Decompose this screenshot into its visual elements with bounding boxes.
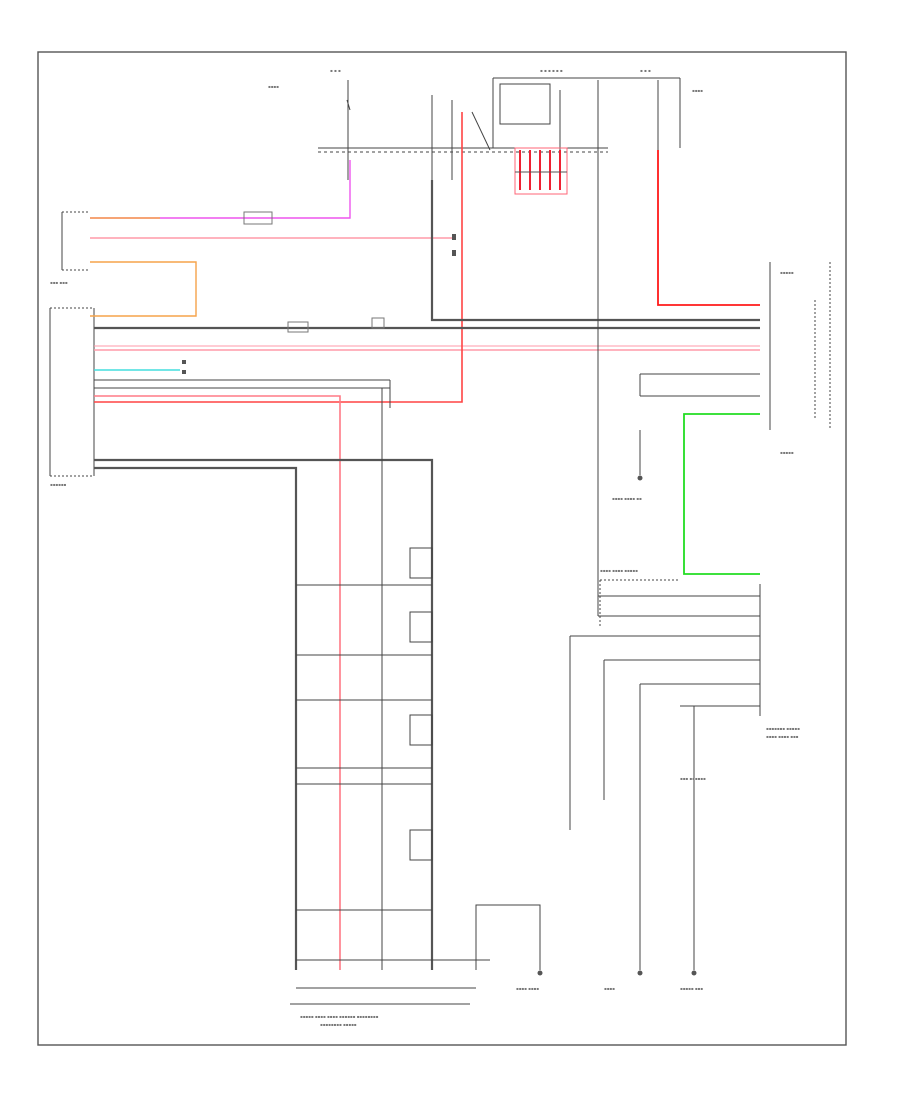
- wires-dark: [94, 160, 761, 976]
- left-connector-block: ▪▪▪ ▪▪▪ ▪▪▪▪▪▪: [49, 211, 95, 487]
- wire-red-right: [657, 150, 760, 306]
- svg-text:▪ ▪ ▪ ▪ ▪ ▪: ▪ ▪ ▪ ▪ ▪ ▪: [540, 68, 563, 73]
- diagram-frame: [37, 51, 847, 1046]
- svg-text:▪▪▪▪▪: ▪▪▪▪▪: [780, 450, 794, 455]
- svg-text:▪▪▪▪ ▪▪▪▪ ▪▪▪▪▪: ▪▪▪▪ ▪▪▪▪ ▪▪▪▪▪: [600, 568, 638, 573]
- wire-red-down: [94, 395, 341, 970]
- splice-markers: [182, 211, 456, 374]
- svg-text:▪▪▪▪ ▪▪▪▪: ▪▪▪▪ ▪▪▪▪: [516, 986, 539, 991]
- ground-point-lower-3: [691, 970, 697, 976]
- junction-block-top: ▪ ▪ ▪ ▪ ▪ ▪ ▪ ▪ ▪ ▪ ▪ ▪ ▪▪▪▪ ▪▪▪▪: [268, 68, 703, 195]
- svg-text:▪▪▪▪▪ ▪▪▪▪ ▪▪▪▪ ▪▪▪▪▪▪ ▪▪▪▪▪▪▪: ▪▪▪▪▪ ▪▪▪▪ ▪▪▪▪ ▪▪▪▪▪▪ ▪▪▪▪▪▪▪▪: [300, 1014, 379, 1019]
- svg-text:▪ ▪ ▪: ▪ ▪ ▪: [640, 68, 651, 73]
- svg-text:▪▪▪▪▪▪: ▪▪▪▪▪▪: [50, 482, 67, 487]
- ground-point-lower-1: [537, 970, 543, 976]
- lower-right-module: ▪▪▪▪ ▪▪▪▪ ▪▪▪▪▪ ▪▪▪▪▪▪▪ ▪▪▪▪▪ ▪▪▪▪ ▪▪▪▪ …: [516, 496, 800, 991]
- svg-text:▪▪▪▪▪ ▪▪▪: ▪▪▪▪▪ ▪▪▪: [680, 986, 703, 991]
- svg-text:▪▪▪ ▪▪▪: ▪▪▪ ▪▪▪: [50, 280, 68, 285]
- wire-violet: [90, 160, 351, 219]
- svg-text:▪▪▪▪ ▪▪▪▪ ▪▪: ▪▪▪▪ ▪▪▪▪ ▪▪: [612, 496, 642, 501]
- relay-stack: [514, 147, 568, 195]
- svg-text:▪ ▪ ▪: ▪ ▪ ▪: [330, 68, 341, 73]
- svg-text:▪▪▪▪: ▪▪▪▪: [604, 986, 615, 991]
- ground-point-center: [637, 475, 643, 481]
- wire-orange-loop: [90, 261, 197, 317]
- wire-green: [683, 413, 760, 575]
- wires-colored: [90, 112, 760, 970]
- svg-text:▪▪▪▪ ▪▪▪▪ ▪▪▪: ▪▪▪▪ ▪▪▪▪ ▪▪▪: [766, 734, 799, 739]
- svg-text:▪▪▪▪▪: ▪▪▪▪▪: [780, 270, 794, 275]
- ground-point-lower-2: [637, 970, 643, 976]
- svg-text:▪▪▪▪▪▪▪▪ ▪▪▪▪▪: ▪▪▪▪▪▪▪▪ ▪▪▪▪▪: [320, 1022, 357, 1027]
- svg-text:▪▪▪ ▪▪▪▪▪▪: ▪▪▪ ▪▪▪▪▪▪: [680, 776, 706, 781]
- svg-text:▪▪▪▪▪▪▪ ▪▪▪▪▪: ▪▪▪▪▪▪▪ ▪▪▪▪▪: [766, 726, 800, 731]
- lower-switch-panel: ▪▪▪▪▪ ▪▪▪▪ ▪▪▪▪ ▪▪▪▪▪▪ ▪▪▪▪▪▪▪▪ ▪▪▪▪▪▪▪▪…: [290, 547, 490, 1027]
- svg-text:▪▪▪▪: ▪▪▪▪: [268, 84, 279, 89]
- right-connector-block: ▪▪▪▪▪ ▪▪▪▪▪: [769, 262, 831, 455]
- svg-text:▪▪▪▪: ▪▪▪▪: [692, 88, 703, 93]
- wire-red-long: [94, 112, 463, 403]
